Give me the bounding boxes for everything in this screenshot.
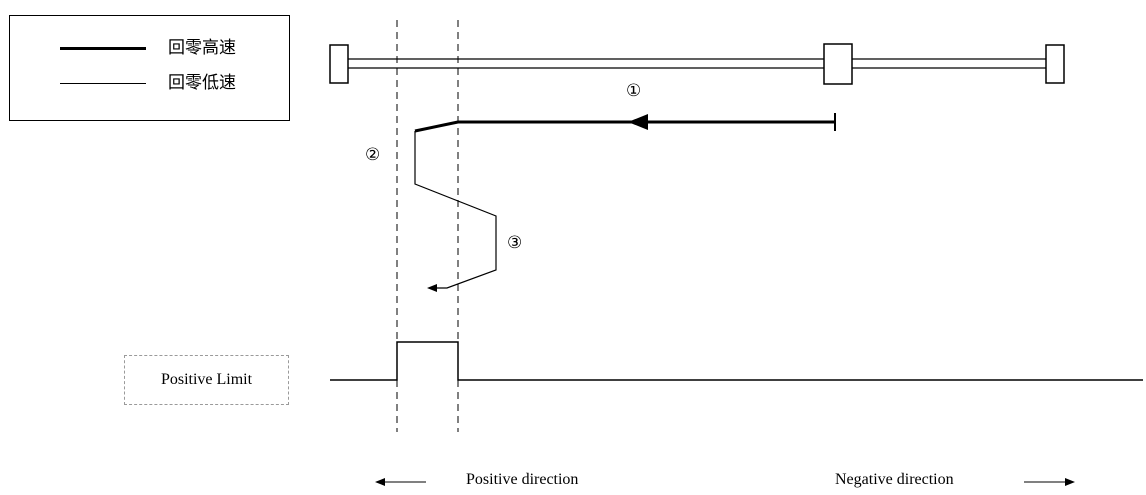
travel-rail <box>329 43 1065 85</box>
legend-label-low-speed: 回零低速 <box>168 73 236 93</box>
positive-direction-arrow <box>375 478 426 486</box>
rail-end-block-left <box>329 44 349 84</box>
rail-block-middle <box>823 43 853 85</box>
legend-row-low-speed: 回零低速 <box>10 71 289 95</box>
legend-label-high-speed: 回零高速 <box>168 38 236 58</box>
legend-thick-line <box>60 47 146 50</box>
rail-end-block-right <box>1045 44 1065 84</box>
negative-direction-arrow <box>1024 478 1075 486</box>
step-3-label: ③ <box>507 233 522 253</box>
path-high-speed <box>414 113 836 133</box>
positive-direction-label: Positive direction <box>466 471 579 488</box>
positive-limit-label: Positive Limit <box>160 371 253 388</box>
legend: 回零高速 回零低速 <box>9 15 290 121</box>
positive-limit-box: Positive Limit <box>124 355 289 405</box>
step-1-label: ① <box>626 81 641 101</box>
arrowhead-low-speed <box>427 284 437 292</box>
path-low-speed <box>414 131 497 292</box>
positive-limit-signal <box>330 341 1143 381</box>
arrowhead-high-speed <box>628 114 648 130</box>
negative-direction-label: Negative direction <box>835 471 954 488</box>
legend-row-high-speed: 回零高速 <box>10 36 289 60</box>
step-2-label: ② <box>365 145 380 165</box>
legend-thin-line <box>60 83 146 84</box>
